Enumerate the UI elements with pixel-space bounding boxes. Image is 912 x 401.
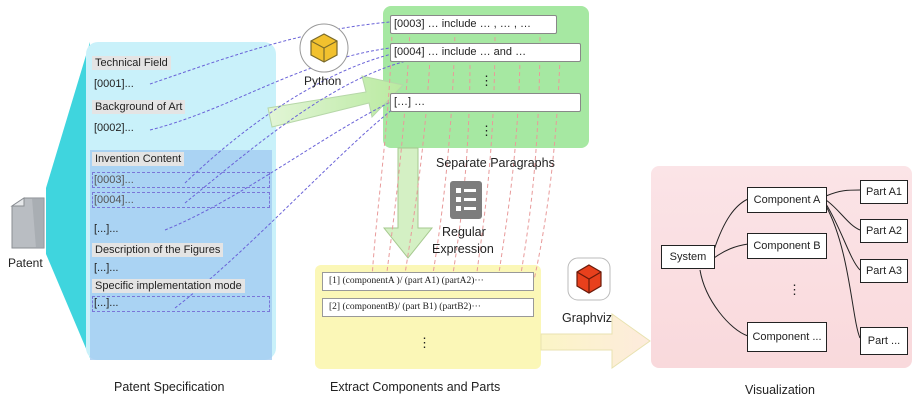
graphviz-label: Graphviz — [562, 311, 613, 325]
patent-document-icon — [10, 197, 45, 249]
spec-num-figures: [...]... — [94, 262, 119, 274]
node-system: System — [661, 245, 715, 269]
python-cube-icon — [299, 23, 349, 73]
paragraph-row-0003: [0003] … include … , … , … — [390, 15, 557, 34]
implementation-box — [92, 296, 270, 312]
graphviz-cube-icon — [567, 257, 611, 301]
spec-label-implementation: Specific implementation mode — [92, 279, 245, 293]
components-caption: Extract Components and Parts — [330, 380, 501, 394]
vis-dots: ⋮ — [788, 282, 801, 297]
regex-label-line1: Regular — [442, 225, 486, 239]
paragraphs-caption: Separate Paragraphs — [436, 156, 555, 170]
spec-label-background: Background of Art — [92, 100, 186, 114]
graphviz-arrow — [540, 313, 651, 369]
component-row-2: [2] (componentB)/ (part B1) (partB2)··· — [322, 298, 534, 317]
spec-label-figures: Description of the Figures — [92, 243, 224, 257]
spec-num-implementation: [...]... — [94, 297, 119, 309]
component-row-1: [1] (componentA )/ (part A1) (partA2)··· — [322, 272, 534, 291]
spec-label-technical-field: Technical Field — [92, 56, 171, 70]
spec-num-0003: [0003]... — [94, 174, 134, 186]
spec-num-invention-more: [...]... — [94, 223, 119, 235]
spec-num-0001: [0001]... — [94, 78, 134, 90]
spec-caption: Patent Specification — [114, 380, 225, 394]
spec-num-0002: [0002]... — [94, 122, 134, 134]
python-arrow — [267, 75, 404, 128]
node-component-b: Component B — [747, 233, 827, 259]
paragraph-dots-1: ⋮ — [480, 73, 493, 88]
regex-label-line2: Expression — [432, 242, 494, 256]
teal-fan — [46, 42, 90, 358]
patent-label: Patent — [8, 256, 43, 270]
node-part-a3: Part A3 — [860, 259, 908, 283]
spec-num-0004: [0004]... — [94, 194, 134, 206]
node-part-more: Part ... — [860, 327, 908, 355]
python-label: Python — [304, 74, 342, 88]
node-component-more: Component ... — [747, 322, 827, 352]
paragraph-row-more: […] … — [390, 93, 581, 112]
paragraph-row-0004: [0004] … include … and … — [390, 43, 581, 62]
node-part-a2: Part A2 — [860, 219, 908, 243]
component-dots: ⋮ — [418, 335, 431, 350]
node-part-a1: Part A1 — [860, 180, 908, 204]
regex-list-icon — [450, 181, 482, 219]
paragraph-panel — [383, 6, 589, 148]
spec-label-invention-content: Invention Content — [92, 152, 185, 166]
visualization-caption: Visualization — [745, 383, 815, 397]
component-panel — [315, 265, 541, 369]
invention-0003-box — [92, 172, 270, 188]
invention-0004-box — [92, 192, 270, 208]
regex-arrow — [382, 147, 434, 259]
paragraph-dots-2: ⋮ — [480, 123, 493, 138]
visualization-panel — [651, 166, 912, 368]
node-component-a: Component A — [747, 187, 827, 213]
